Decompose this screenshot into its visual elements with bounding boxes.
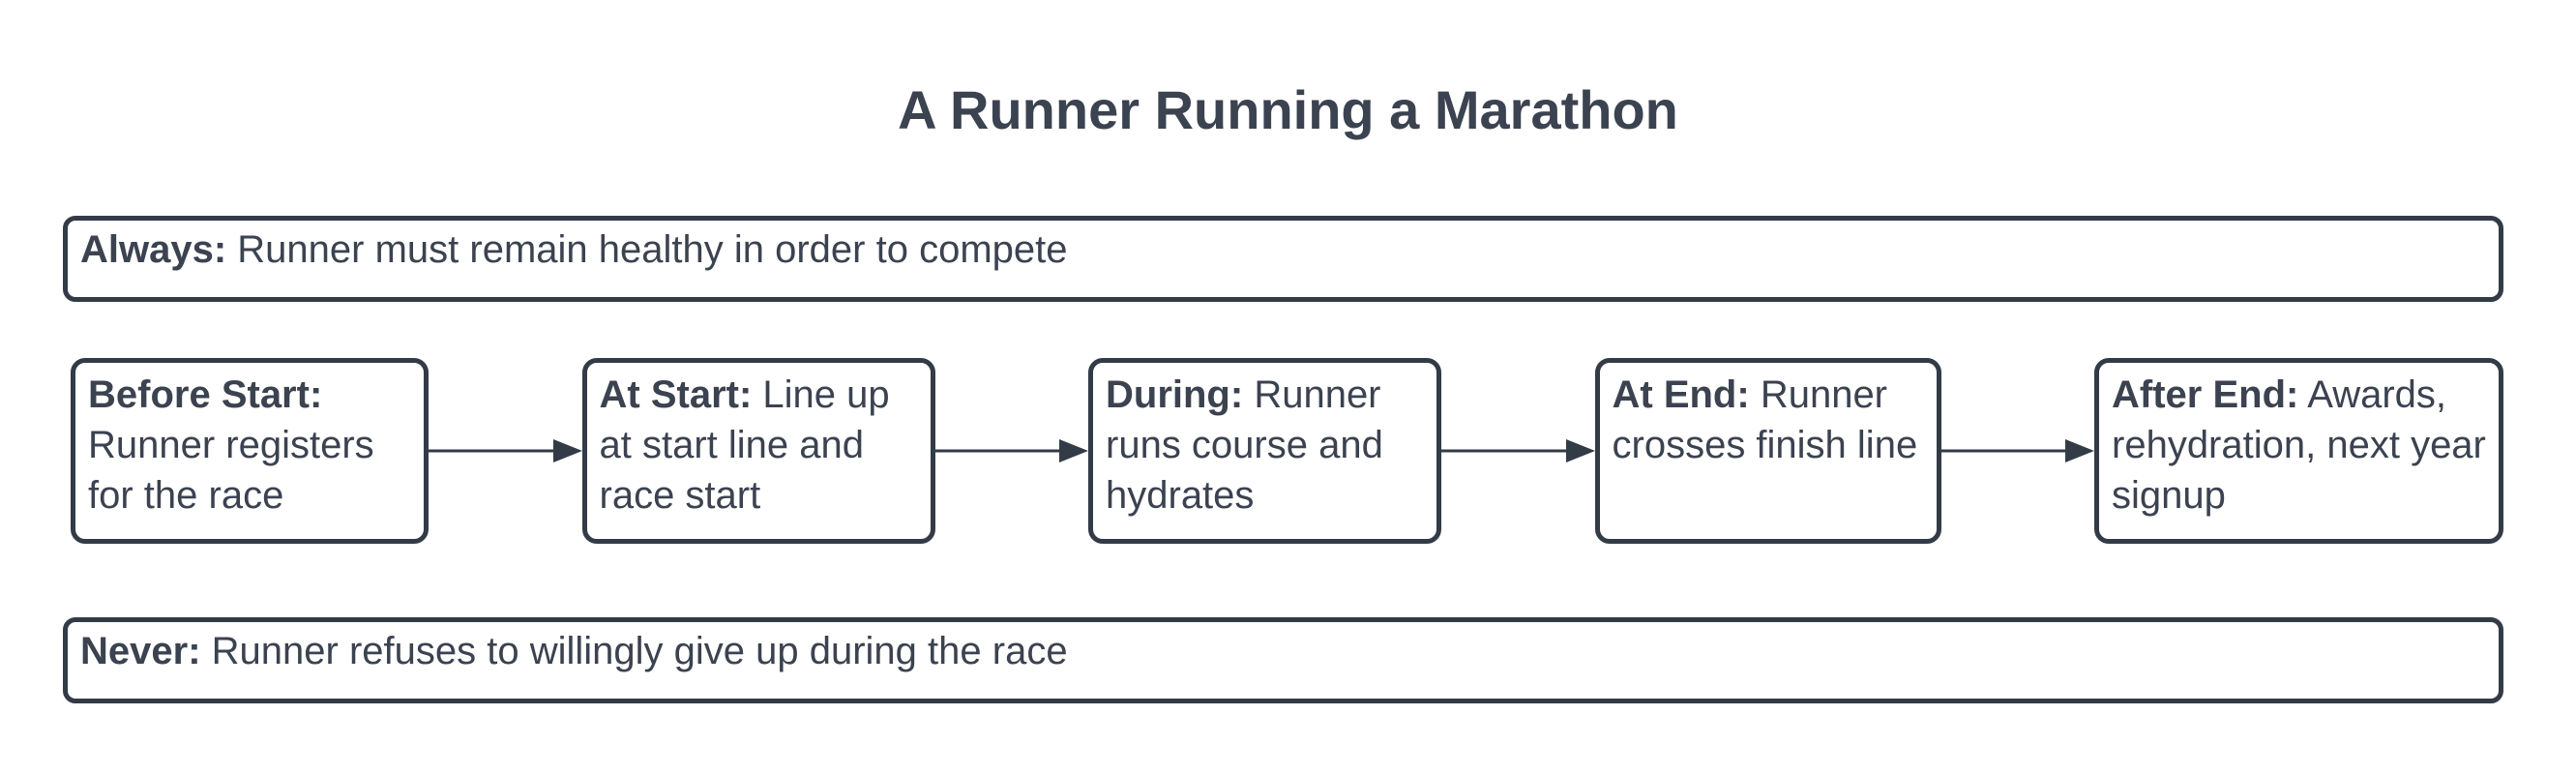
step-text: Runner registers for the race: [88, 424, 374, 517]
flow-arrow-icon: [429, 358, 582, 544]
never-text: Runner refuses to willingly give up duri…: [211, 630, 1068, 672]
step-label: At End:: [1612, 373, 1750, 416]
step-during: During: Runner runs course and hydrates: [1088, 358, 1441, 544]
step-at-start: At Start: Line up at start line and race…: [581, 358, 935, 544]
step-after-end: After End: Awards, rehydration, next yea…: [2094, 358, 2503, 544]
step-at-end: At End: Runner crosses finish line: [1594, 358, 1941, 544]
step-before-start: Before Start: Runner registers for the r…: [71, 358, 429, 544]
step-text: Runner runs course and hydrates: [1106, 373, 1383, 517]
always-label: Always:: [80, 228, 227, 271]
step-label: At Start:: [599, 373, 753, 416]
flow-arrow-icon: [1941, 358, 2095, 544]
step-text: Line up at start line and race start: [599, 373, 890, 517]
step-label: After End:: [2112, 373, 2299, 416]
step-text: Runner crosses finish line: [1612, 373, 1918, 466]
flow-arrow-icon: [1441, 358, 1595, 544]
never-label: Never:: [80, 630, 201, 672]
always-text: Runner must remain healthy in order to c…: [237, 228, 1068, 271]
always-banner: Always: Runner must remain healthy in or…: [63, 216, 2503, 302]
step-label: Before Start:: [88, 373, 323, 416]
flow-arrow-icon: [935, 358, 1089, 544]
process-flow-row: Before Start: Runner registers for the r…: [71, 358, 2503, 544]
page-title: A Runner Running a Marathon: [898, 79, 1678, 140]
step-label: During:: [1106, 373, 1244, 416]
step-text: Awards, rehydration, next year signup: [2112, 373, 2486, 517]
never-banner: Never: Runner refuses to willingly give …: [63, 617, 2503, 703]
